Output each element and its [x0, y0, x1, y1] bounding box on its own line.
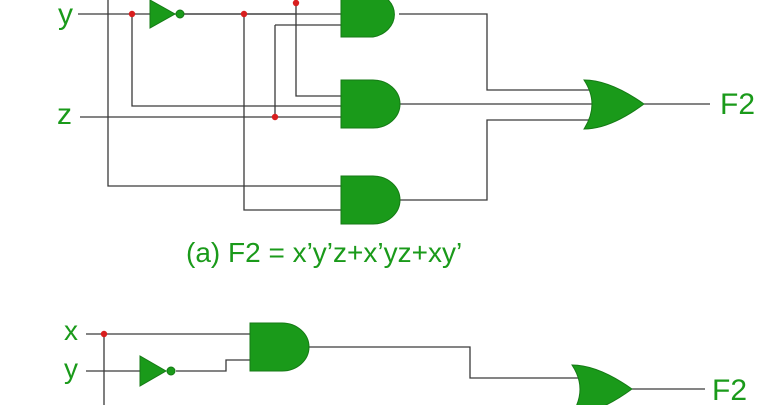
or-gate-icon: [583, 79, 645, 130]
not-bubble-icon: [175, 9, 185, 19]
circuit-b: x y F2: [64, 315, 747, 405]
wire-and3-out: [399, 119, 590, 201]
wire-x-bus: [107, 0, 343, 187]
not-gate-icon: [149, 0, 177, 29]
input-label-x: x: [64, 315, 78, 346]
output-label-f2: F2: [720, 88, 755, 121]
and-gate-icon: [249, 322, 310, 372]
and-gate-icon: [340, 79, 401, 129]
output-label-f2: F2: [712, 374, 747, 405]
wire-y-tap-1: [131, 14, 343, 107]
and-gate-icon: [340, 0, 395, 38]
wire-not-y-tap: [243, 14, 343, 211]
wire-and-out: [306, 346, 578, 379]
and-gate-icon: [340, 175, 401, 225]
junction-dot: [271, 113, 279, 121]
caption-a: (a) F2 = x’y’z+x’yz+xy’: [186, 237, 462, 268]
junction-dot: [100, 330, 108, 338]
junction-dot: [292, 0, 300, 7]
wire-y-tap-2: [295, 2, 343, 97]
wire-and1-out: [399, 13, 590, 91]
wire-not-y-out: [176, 359, 250, 372]
circuit-a: y z F2 (a) F2 = x’y’z+x’yz+xy’: [57, 0, 755, 268]
or-gate-icon: [571, 364, 633, 405]
junction-dot: [240, 10, 248, 18]
input-label-y: y: [58, 0, 73, 31]
not-gate-icon: [139, 355, 168, 387]
input-label-z: z: [57, 98, 72, 131]
junction-dot: [128, 10, 136, 18]
input-label-y: y: [64, 353, 78, 384]
not-bubble-icon: [166, 366, 176, 376]
